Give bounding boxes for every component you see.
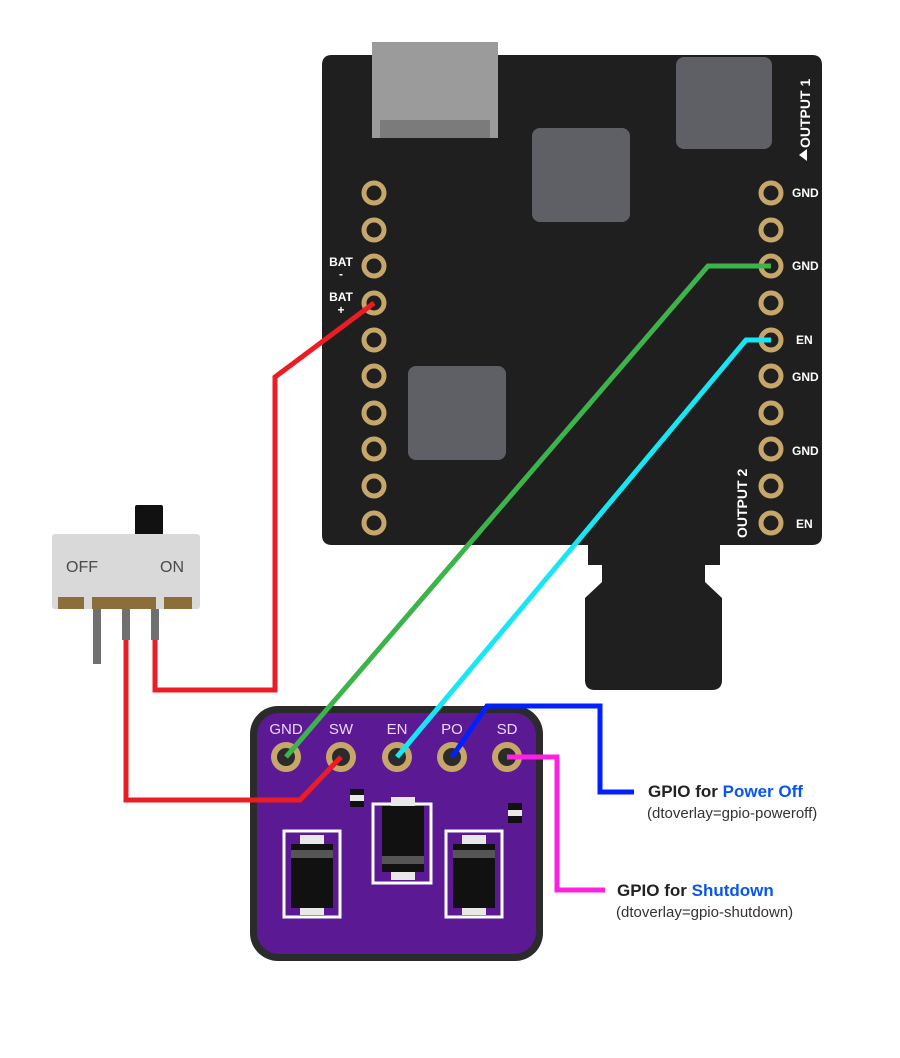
pin-pad [361, 400, 387, 426]
pin-pad [361, 327, 387, 353]
controller-board: BAT - BAT + GND GND EN GND GND EN OUTPUT… [322, 42, 822, 690]
right-pin-column [758, 180, 784, 536]
bat-minus-sign: - [339, 267, 343, 281]
pin-pad [758, 436, 784, 462]
switch-tab [58, 597, 84, 609]
power-off-note-prefix: GPIO for [648, 782, 723, 801]
module-pin-label: EN [387, 721, 408, 738]
right-pin-label: EN [796, 517, 813, 531]
diode-outline [282, 829, 342, 919]
bat-plus-label: BAT [329, 290, 353, 304]
diode-terminal [462, 905, 486, 915]
pin-pad [361, 363, 387, 389]
pin-pad [361, 473, 387, 499]
wires [123, 263, 771, 893]
switch-knob [135, 505, 163, 537]
shutdown-note-highlight: Shutdown [692, 881, 774, 900]
pin-pad-bat-plus [361, 290, 387, 316]
wire-sd [507, 754, 605, 893]
smd-part [350, 795, 364, 801]
output2-label: OUTPUT 2 [734, 469, 750, 538]
bat-plus-sign: + [337, 303, 344, 317]
diode-band [453, 850, 495, 858]
chip [676, 57, 772, 149]
wire-switch-to-sw [123, 640, 343, 803]
pin-pad [361, 217, 387, 243]
right-pin-label: GND [792, 444, 819, 458]
pin-pad [758, 290, 784, 316]
output1-arrow-icon [799, 149, 807, 161]
left-pin-column [361, 180, 387, 536]
module-pin-label: SW [329, 721, 354, 738]
bat-minus-label: BAT [329, 255, 353, 269]
right-pin-label: GND [792, 186, 819, 200]
slide-switch: OFF ON [52, 505, 200, 664]
pin-pad [758, 217, 784, 243]
diode-terminal [300, 905, 324, 915]
module-pin-label: GND [269, 721, 303, 738]
diode-outline [444, 829, 504, 919]
diode-terminal [391, 870, 415, 880]
chip [408, 366, 506, 460]
pin-pad [758, 400, 784, 426]
right-pin-label: EN [796, 333, 813, 347]
diode-terminal [300, 835, 324, 845]
output1-label: OUTPUT 1 [797, 79, 813, 148]
wire-gnd [284, 263, 771, 759]
power-off-note-detail: (dtoverlay=gpio-poweroff) [647, 805, 817, 822]
power-off-note-highlight: Power Off [723, 782, 804, 801]
shutdown-note-detail: (dtoverlay=gpio-shutdown) [616, 904, 793, 921]
wire-bat-to-switch [152, 300, 376, 693]
power-off-note-title: GPIO for Power Off [648, 782, 803, 801]
switch-tab [164, 597, 192, 609]
pin-pad-bat-minus [361, 253, 387, 279]
wire-en [395, 337, 771, 759]
diode-terminal [391, 797, 415, 807]
pin-pad [758, 363, 784, 389]
wire-po [449, 703, 634, 795]
shutdown-note-title: GPIO for Shutdown [617, 881, 774, 900]
right-pin-label: GND [792, 259, 819, 273]
pin-pad [758, 180, 784, 206]
pin-pad [758, 510, 784, 536]
shutdown-note-prefix: GPIO for [617, 881, 692, 900]
switch-off-label: OFF [66, 559, 98, 576]
smd-part [508, 810, 522, 816]
chip [532, 128, 630, 222]
diode-band [382, 856, 424, 864]
module-pin-label: SD [497, 721, 518, 738]
right-pin-label: GND [792, 370, 819, 384]
board-body [322, 55, 822, 690]
module-pin-label: PO [441, 721, 463, 738]
diode-band [291, 850, 333, 858]
pin-pad [361, 436, 387, 462]
switch-tab [92, 597, 156, 609]
diode-terminal [462, 835, 486, 845]
switch-on-label: ON [160, 559, 184, 576]
usb-connector-shade [380, 120, 490, 138]
switch-body [52, 534, 200, 609]
pin-pad [758, 473, 784, 499]
pin-pad [361, 180, 387, 206]
pin-pad [361, 510, 387, 536]
